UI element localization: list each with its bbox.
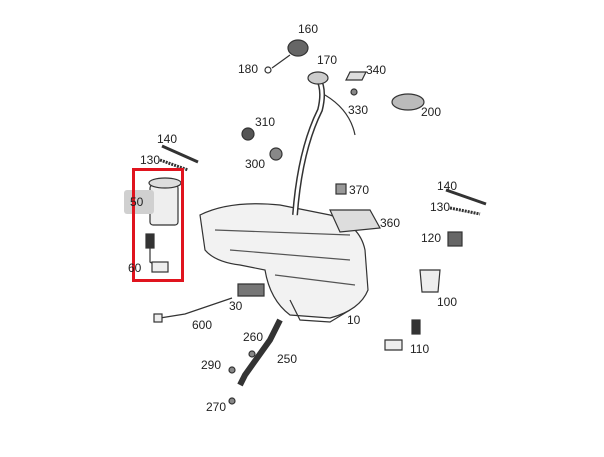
part-label-180[interactable]: 180 — [238, 62, 259, 76]
part-label-330[interactable]: 330 — [348, 103, 369, 117]
part-label-30[interactable]: 30 — [229, 299, 243, 313]
part-label-360[interactable]: 360 — [380, 216, 401, 230]
highlight-box — [124, 190, 154, 214]
part-label-60[interactable]: 60 — [128, 261, 142, 275]
part-label-260[interactable]: 260 — [243, 330, 264, 344]
part-label-250[interactable]: 250 — [277, 352, 298, 366]
part-label-140-right[interactable]: 140 — [437, 179, 458, 193]
filler-neck — [292, 76, 326, 216]
part-label-370[interactable]: 370 — [349, 183, 370, 197]
part-label-130-right[interactable]: 130 — [430, 200, 451, 214]
fuel-cap — [287, 39, 309, 57]
part-label-110[interactable]: 110 — [410, 342, 430, 356]
selection-rectangle — [132, 168, 184, 282]
part-label-300[interactable]: 300 — [245, 157, 266, 171]
part-label-120[interactable]: 120 — [421, 231, 442, 245]
part-label-160[interactable]: 160 — [298, 22, 319, 36]
part-label-290[interactable]: 290 — [201, 358, 222, 372]
fuel-tank — [199, 203, 369, 319]
part-label-170[interactable]: 170 — [317, 53, 338, 67]
part-label-130[interactable]: 130 — [140, 153, 161, 167]
part-label-10[interactable]: 10 — [347, 313, 361, 327]
part-label-310[interactable]: 310 — [255, 115, 276, 129]
part-label-270[interactable]: 270 — [206, 400, 227, 414]
part-label-140[interactable]: 140 — [157, 132, 178, 146]
part-label-600[interactable]: 600 — [192, 318, 213, 332]
part-label-340[interactable]: 340 — [366, 63, 387, 77]
part-label-50[interactable]: 50 — [130, 195, 144, 209]
seal-ring — [391, 93, 425, 111]
part-label-200[interactable]: 200 — [421, 105, 442, 119]
part-label-100[interactable]: 100 — [437, 295, 458, 309]
